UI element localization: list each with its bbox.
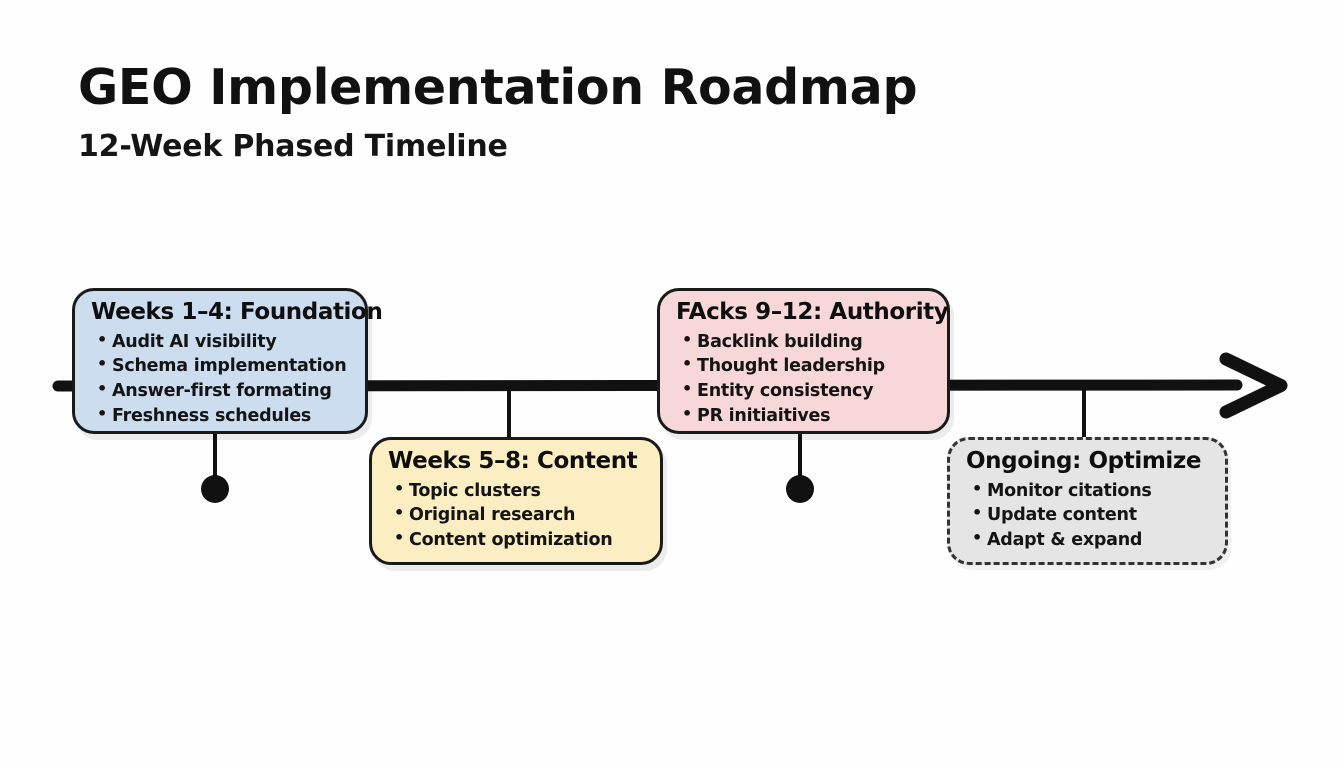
- phase-box-content[interactable]: Weeks 5–8: Content Topic clusters Origin…: [369, 437, 663, 565]
- list-item: Backlink building: [682, 329, 931, 355]
- list-item: PR initiaitives: [682, 403, 931, 429]
- list-item: Monitor citations: [972, 478, 1209, 504]
- list-item: Schema implementation: [97, 353, 349, 379]
- timeline-arrowhead-icon: [1219, 352, 1288, 419]
- list-item: Answer-first formating: [97, 378, 349, 404]
- header: GEO Implementation Roadmap 12-Week Phase…: [78, 59, 978, 164]
- page-title: GEO Implementation Roadmap: [78, 59, 918, 116]
- list-item: Freshness schedules: [97, 403, 349, 429]
- list-item: Original research: [394, 502, 644, 528]
- phase-title-ongoing: Ongoing: Optimize: [966, 448, 1202, 474]
- list-item: Thought leadership: [682, 353, 931, 379]
- phase-item-list-foundation: Audit AI visibility Schema implementatio…: [91, 329, 349, 429]
- phase-box-ongoing[interactable]: Ongoing: Optimize Monitor citations Upda…: [947, 437, 1228, 565]
- list-item: Update content: [972, 502, 1209, 528]
- list-item: Entity consistency: [682, 378, 931, 404]
- phase-title-content: Weeks 5–8: Content: [388, 448, 638, 474]
- phase-item-list-ongoing: Monitor citations Update content Adapt &…: [966, 478, 1209, 553]
- milestone-dot-foundation: [201, 475, 229, 503]
- phase-box-foundation[interactable]: Weeks 1–4: Foundation Audit AI visibilit…: [72, 288, 383, 434]
- list-item: Content optimization: [394, 527, 644, 553]
- phase-item-list-authority: Backlink building Thought leadership Ent…: [676, 329, 931, 429]
- phase-title-authority: FAcks 9–12: Authority: [676, 299, 949, 325]
- list-item: Audit AI visibility: [97, 329, 349, 355]
- page-subtitle: 12-Week Phased Timeline: [78, 128, 508, 164]
- phase-item-list-content: Topic clusters Original research Content…: [388, 478, 644, 553]
- phase-title-foundation: Weeks 1–4: Foundation: [91, 299, 383, 325]
- list-item: Adapt & expand: [972, 527, 1209, 553]
- milestone-dot-authority: [786, 475, 814, 503]
- list-item: Topic clusters: [394, 478, 644, 504]
- phase-box-authority[interactable]: FAcks 9–12: Authority Backlink building …: [657, 288, 950, 434]
